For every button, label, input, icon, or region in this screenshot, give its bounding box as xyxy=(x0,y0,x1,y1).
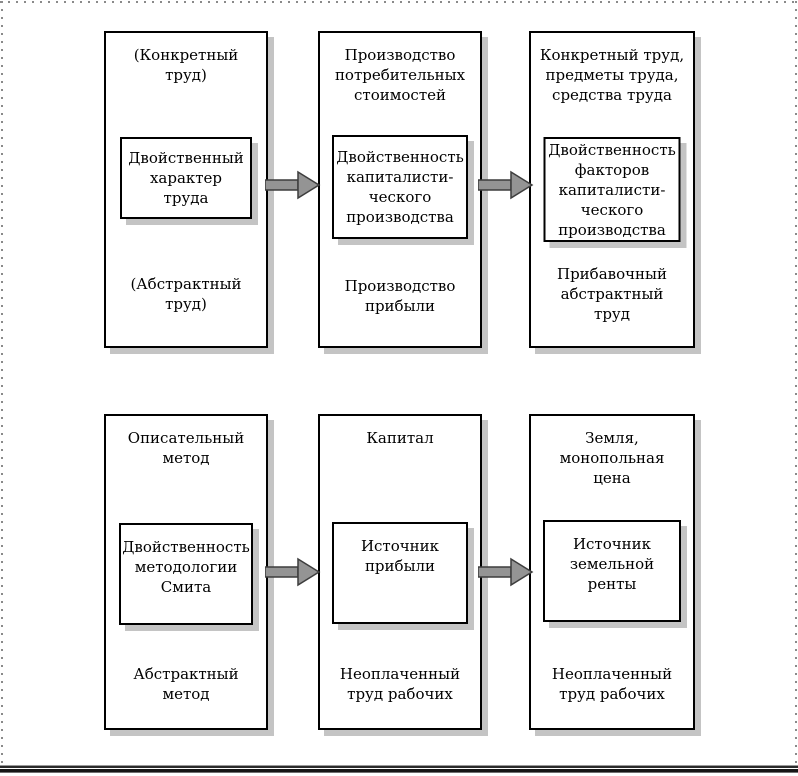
box-bottom-label: Неоплаченный труд рабочих xyxy=(551,665,673,703)
arrow-right-icon xyxy=(477,557,534,587)
box-bottom-label: Абстрактный метод xyxy=(133,665,239,703)
box-top-label: Конкретный труд, предметы труда, средств… xyxy=(539,46,685,104)
inner-box-label: Двойственный характер труда xyxy=(120,137,252,219)
box-top-label: Производство потребительных стоимостей xyxy=(334,46,466,104)
box-top-label: Земля, монопольная цена xyxy=(559,429,665,487)
arrow-right-icon xyxy=(264,557,321,587)
arrow-right-icon xyxy=(477,170,534,200)
arrow-right-icon xyxy=(264,170,321,200)
box-source-of-profit: Капитал Источник прибыли Неоплаченный тр… xyxy=(318,414,482,730)
box-top-label: Капитал xyxy=(366,429,434,447)
page-bottom-rule xyxy=(0,765,798,773)
inner-box-label: Источник прибыли xyxy=(332,522,468,624)
box-duality-of-capitalist-production: Производство потребительных стоимостей Д… xyxy=(318,31,482,348)
box-duality-of-smith-methodology: Описательный метод Двойственность методо… xyxy=(104,414,268,730)
inner-box-label: Двойственность методологии Смита xyxy=(119,523,253,625)
dotted-frame-top xyxy=(0,1,798,3)
inner-box-label: Источник земельной ренты xyxy=(543,520,681,622)
box-bottom-label: Неоплаченный труд рабочих xyxy=(339,665,461,703)
box-source-of-land-rent: Земля, монопольная цена Источник земельн… xyxy=(529,414,695,730)
box-bottom-label: Производство прибыли xyxy=(344,277,456,315)
box-top-label: (Конкретный труд) xyxy=(133,46,239,84)
inner-box-label: Двойственность капиталисти- ческого прои… xyxy=(332,135,468,239)
dotted-frame-left xyxy=(1,1,3,765)
dotted-frame-right xyxy=(795,1,797,765)
box-top-label: Описательный метод xyxy=(127,429,245,467)
box-bottom-label: (Абстрактный труд) xyxy=(130,275,242,313)
box-dual-character-of-labor: (Конкретный труд) Двойственный характер … xyxy=(104,31,268,348)
box-bottom-label: Прибавочный абстрактный труд xyxy=(557,265,667,323)
box-duality-of-production-factors: Конкретный труд, предметы труда, средств… xyxy=(529,31,695,348)
inner-box-label: Двойственность факторов капиталисти- чес… xyxy=(543,137,681,242)
